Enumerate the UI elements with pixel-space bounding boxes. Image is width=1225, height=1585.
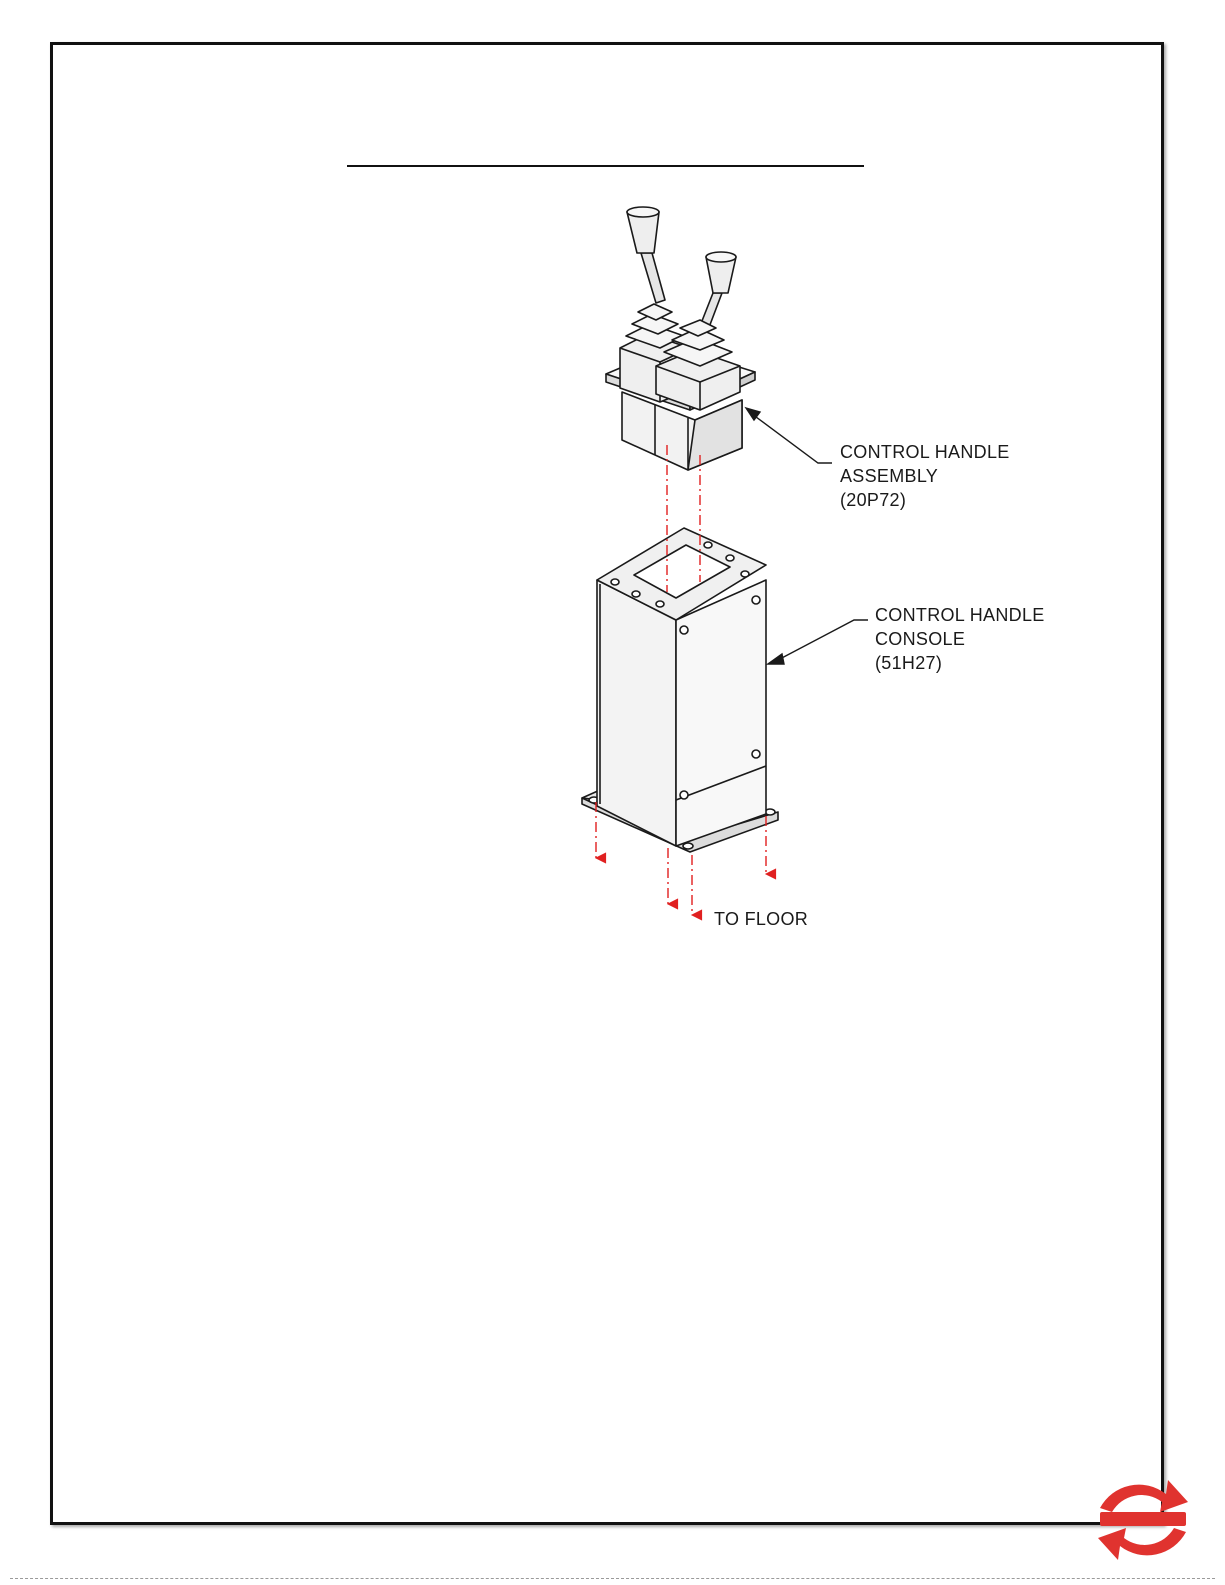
assembly-callout-line2: ASSEMBLY [840,466,938,486]
right-lever [700,252,736,330]
console-front-panel [676,580,766,846]
control-handle-console [582,528,778,852]
to-floor-label: TO FLOOR [714,909,808,929]
control-handle-assembly [606,207,755,470]
console-left-panel [597,580,676,846]
assembly-callout-line1: CONTROL HANDLE [840,442,1010,462]
assembly-callout-line3: (20P72) [840,490,906,510]
page-cut-line [10,1578,1215,1579]
assembly-callout: CONTROL HANDLE ASSEMBLY (20P72) [840,442,1010,510]
console-callout: CONTROL HANDLE CONSOLE (51H27) [875,605,1045,673]
console-callout-line1: CONTROL HANDLE [875,605,1045,625]
left-lever [627,207,665,303]
console-callout-line2: CONSOLE [875,629,965,649]
circular-arrows-logo-icon [1098,1480,1188,1560]
console-callout-line3: (51H27) [875,653,942,673]
